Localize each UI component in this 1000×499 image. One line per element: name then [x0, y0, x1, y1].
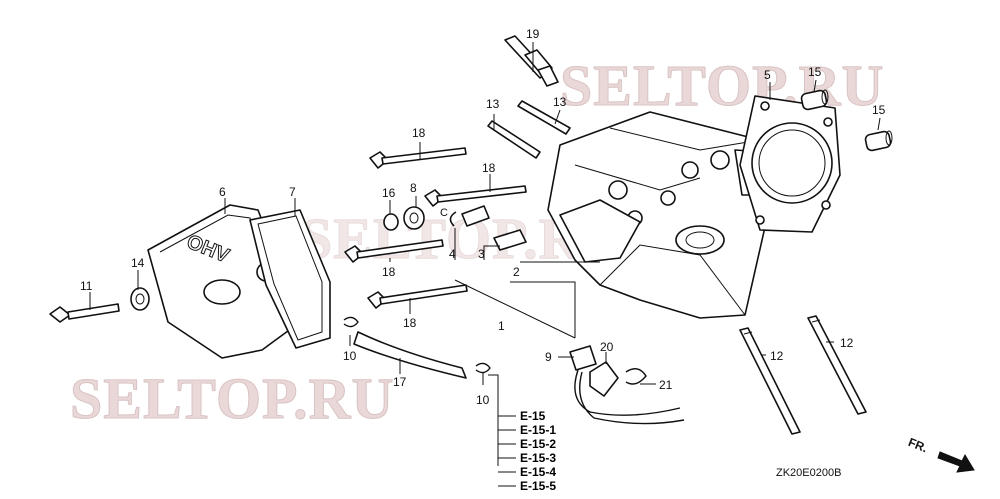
dowel-pin-upper: [800, 89, 829, 111]
spark-plug: [504, 35, 559, 87]
cover-gasket: [249, 209, 331, 349]
reference-list: E-15 E-15-1 E-15-2 E-15-3 E-15-4 E-15-5: [497, 409, 556, 493]
callout-4: 4: [449, 247, 456, 261]
stud-bolt-lower: [487, 120, 541, 159]
direction-arrow-icon: [937, 451, 975, 473]
callout-12-left: 12: [770, 349, 784, 363]
cylinder-head: [547, 111, 773, 319]
flange-bolt-lower-mid: [344, 239, 444, 263]
direction-indicator: FR.: [906, 435, 975, 473]
callout-16: 16: [382, 186, 396, 200]
callout-2: 2: [513, 265, 520, 279]
clip-c: [449, 211, 457, 227]
stud-long-right: [807, 315, 867, 415]
stud-long-left: [739, 327, 801, 435]
callout-10-upper: 10: [343, 349, 357, 363]
callout-18-upper-mid: 18: [482, 161, 496, 175]
direction-label: FR.: [906, 435, 929, 455]
ref-e15-4: E-15-4: [520, 465, 556, 479]
callout-18-bottom: 18: [403, 316, 417, 330]
callout-18-top: 18: [412, 126, 426, 140]
oil-level-switch: [569, 345, 685, 425]
callout-10-lower: 10: [476, 393, 490, 407]
tube-clamp-upper: [343, 316, 359, 328]
dowel-pin-lower: [864, 130, 893, 152]
watermark-top: SELTOP.RU: [560, 53, 884, 118]
washer-14: [130, 287, 150, 311]
ref-e15-2: E-15-2: [520, 437, 556, 451]
leader-lines: [89, 42, 881, 428]
breather-tube: [353, 331, 467, 379]
ref-e15-5: E-15-5: [520, 479, 556, 493]
callout-20: 20: [600, 340, 614, 354]
bolt-11: [49, 303, 120, 323]
switch-boot: [589, 361, 619, 397]
callout-11: 11: [80, 279, 93, 293]
callout-9: 9: [545, 350, 552, 364]
callout-19: 19: [526, 27, 540, 41]
watermark-bottom: SELTOP.RU: [70, 366, 394, 431]
callout-12-right: 12: [840, 336, 854, 350]
head-gasket: [739, 95, 841, 233]
callout-6: 6: [219, 185, 226, 199]
flange-bolt-upper-mid: [424, 185, 527, 207]
tube-clamp-lower: [475, 362, 491, 374]
callout-5: 5: [764, 68, 771, 82]
callout-18-lower-mid: 18: [382, 265, 396, 279]
callout-15-upper: 15: [808, 65, 822, 79]
stud-bolt-upper: [517, 100, 571, 135]
callout-labels: 19 13 13 5 15 15 18 18 16 8 6 7 C 4 3 2 …: [80, 27, 886, 407]
flange-bolt-bottom: [367, 284, 468, 309]
callout-14: 14: [131, 256, 145, 270]
ref-e15-3: E-15-3: [520, 451, 556, 465]
callout-c: C: [440, 207, 448, 219]
callout-7: 7: [289, 185, 296, 199]
callout-13-upper: 13: [486, 97, 500, 111]
wire-clip: [625, 368, 647, 385]
flange-bolt-top: [369, 147, 467, 169]
ref-e15: E-15: [520, 409, 546, 423]
diagram-code: ZK20E0200B: [776, 467, 841, 479]
valve-part-4: [461, 205, 490, 227]
seal-washer-8: [403, 206, 425, 230]
callout-1: 1: [498, 319, 505, 333]
callout-13-right: 13: [553, 95, 567, 109]
callout-21: 21: [659, 378, 673, 392]
callout-17: 17: [393, 375, 407, 389]
callout-8: 8: [410, 181, 417, 195]
ref-e15-1: E-15-1: [520, 423, 556, 437]
callout-3: 3: [478, 247, 485, 261]
callout-15-lower: 15: [872, 103, 886, 117]
washer-16: [383, 213, 399, 231]
